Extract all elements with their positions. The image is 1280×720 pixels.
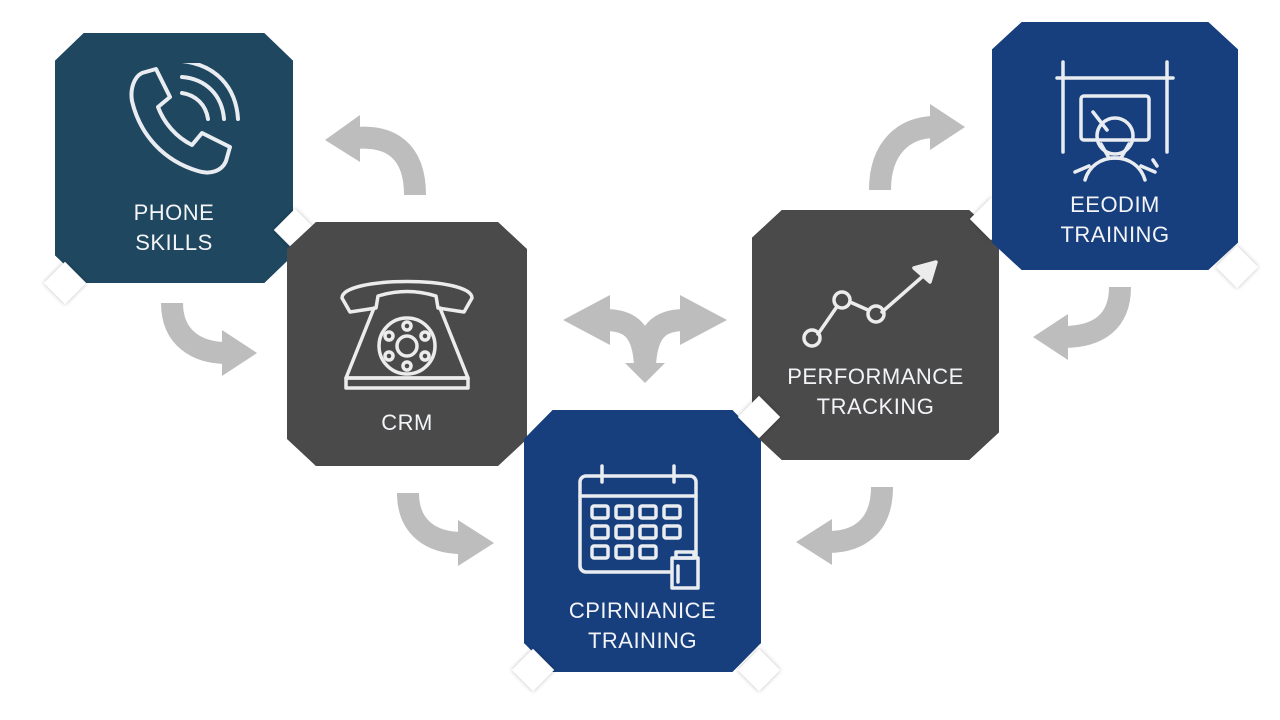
curved-arrow-icon <box>161 302 257 376</box>
label-line: EEODIM <box>1070 192 1160 217</box>
curved-arrow-icon <box>869 104 965 191</box>
phone-waves-icon <box>55 63 293 193</box>
tile-label: PERFORMANCE TRACKING <box>752 362 999 422</box>
label-line: PERFORMANCE <box>787 364 964 389</box>
curved-arrow-icon <box>325 115 426 196</box>
label-line: SKILLS <box>135 230 213 255</box>
double-arrow-icon <box>563 295 727 383</box>
calendar-icon <box>524 462 761 592</box>
tile-label: EEODIM TRAINING <box>992 190 1238 250</box>
presenter-training-tile: EEODIM TRAINING <box>992 22 1238 270</box>
phone-skills-tile: PHONE SKILLS <box>55 33 293 283</box>
curved-arrow-icon <box>397 492 494 566</box>
label-line: TRAINING <box>587 628 698 653</box>
label-line: CPIRNIANICE <box>568 598 717 623</box>
performance-tracking-tile: PERFORMANCE TRACKING <box>752 210 999 460</box>
rotary-telephone-icon <box>287 268 527 398</box>
curved-arrow-icon <box>1033 286 1131 360</box>
tile-label: CRM <box>287 408 527 438</box>
presenter-screen-icon <box>992 52 1238 192</box>
trend-line-icon <box>752 254 999 354</box>
crm-tile: CRM <box>287 222 527 466</box>
label-line: TRAINING <box>1060 222 1170 247</box>
calendar-training-tile: CPIRNIANICE TRAINING <box>524 410 761 672</box>
label-line: PHONE <box>133 200 215 225</box>
label-line: CRM <box>381 410 433 435</box>
tile-label: CPIRNIANICE TRAINING <box>524 596 761 656</box>
tile-label: PHONE SKILLS <box>55 198 293 258</box>
curved-arrow-icon <box>796 486 893 565</box>
label-line: TRACKING <box>816 394 935 419</box>
